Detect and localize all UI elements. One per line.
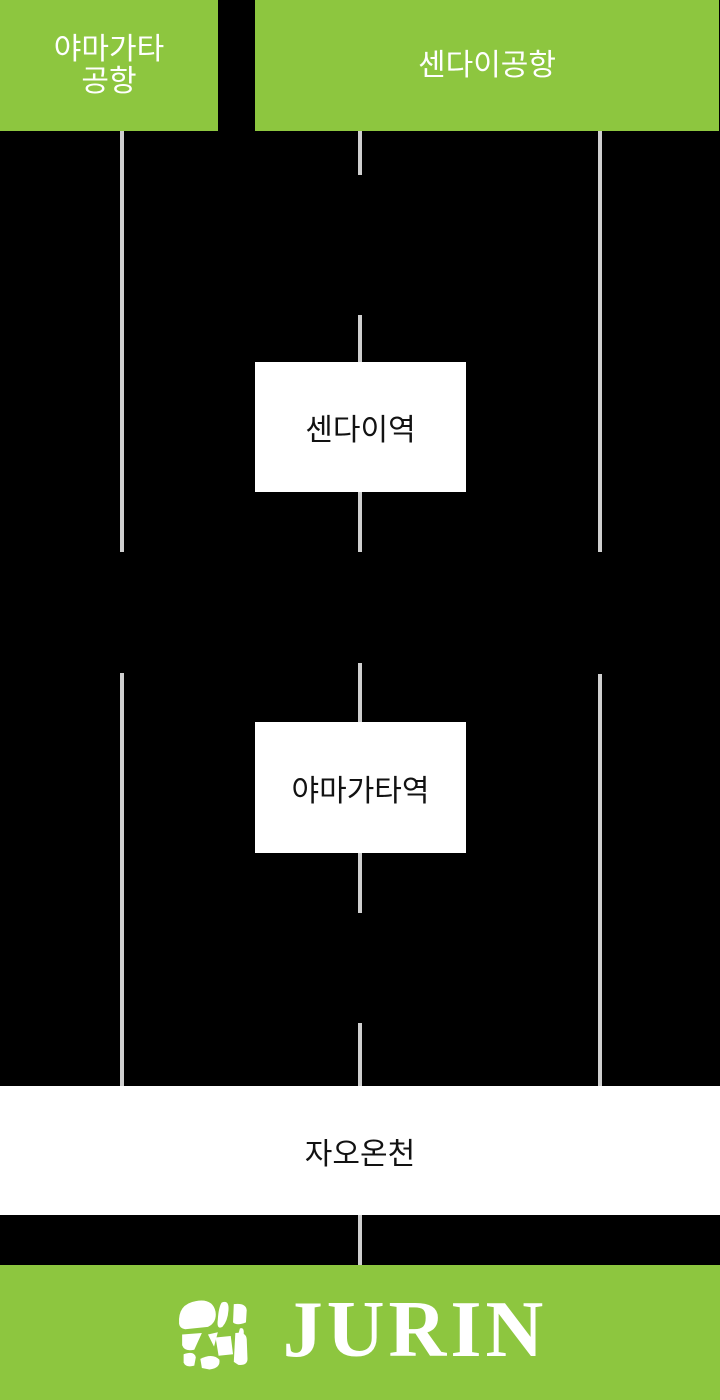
node-yamagata-airport: 야마가타 공항 xyxy=(0,0,218,131)
node-sendai-airport: 센다이공항 xyxy=(255,0,719,131)
node-yamagata-airport-label: 야마가타 공항 xyxy=(53,32,165,98)
connector-right-lower xyxy=(598,674,602,1086)
node-zao-onsen: 자오온천 xyxy=(0,1086,720,1215)
node-sendai-station-label: 센다이역 xyxy=(305,414,416,447)
connector-mid-seg1 xyxy=(358,131,362,175)
footer: JURIN xyxy=(0,1265,720,1400)
brand-name: JURIN xyxy=(282,1285,548,1374)
jurin-mosaic-logo-icon xyxy=(178,1300,248,1369)
connector-mid-seg4 xyxy=(358,1023,362,1086)
node-zao-onsen-label: 자오온천 xyxy=(304,1137,416,1171)
connector-right-upper xyxy=(598,131,602,552)
node-yamagata-station-label: 야마가타역 xyxy=(291,774,430,808)
connector-left-lower xyxy=(120,673,124,1086)
node-yamagata-station: 야마가타역 xyxy=(255,722,466,853)
node-sendai-station: 센다이역 xyxy=(255,362,466,492)
connector-left-upper xyxy=(120,131,124,552)
connector-mid-seg5 xyxy=(358,1215,362,1265)
node-sendai-airport-label: 센다이공항 xyxy=(418,48,556,82)
